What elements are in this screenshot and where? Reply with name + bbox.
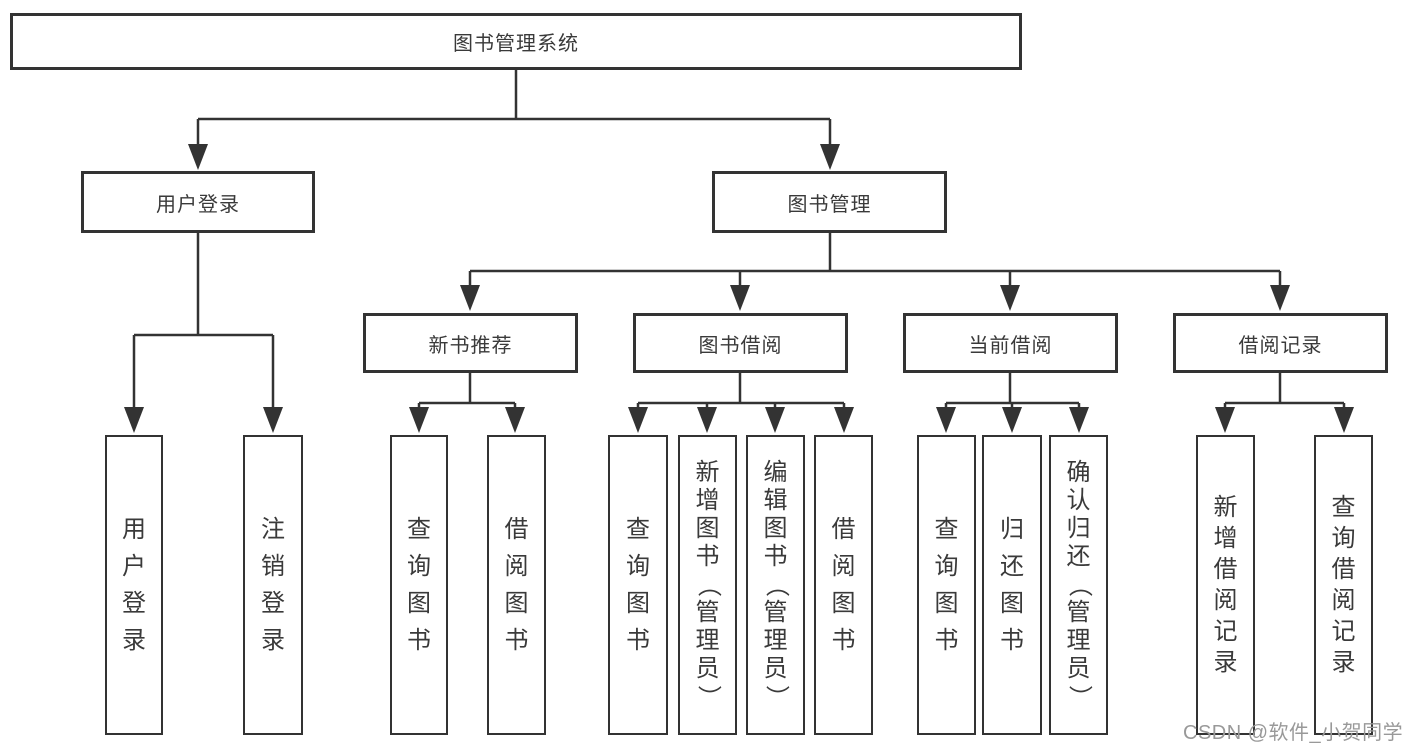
leaf-query-books-borrow: 查询图书 <box>608 435 668 735</box>
leaf-char: 图 <box>934 589 959 617</box>
leaf-char: 用 <box>122 515 146 543</box>
leaf-char: 借 <box>1213 555 1238 583</box>
leaf-char: 还 <box>1066 543 1091 570</box>
leaf-confirm-return-admin: 确认归还 （管理员 ） <box>1049 435 1108 735</box>
node-current-borrowing: 当前借阅 <box>903 313 1118 373</box>
leaf-add-borrow-record: 新增借阅记录 <box>1196 435 1255 735</box>
leaf-char: 编 <box>763 459 788 486</box>
leaf-char: 询 <box>934 552 959 580</box>
leaf-char: ） <box>1065 685 1093 709</box>
node-book-management: 图书管理 <box>712 171 947 233</box>
leaf-char: 查 <box>1331 493 1356 521</box>
leaf-edit-books-admin: 编辑图书 （管理员 ） <box>746 435 805 735</box>
leaf-char: 书 <box>407 626 431 654</box>
node-library-management-system: 图书管理系统 <box>10 13 1022 70</box>
leaf-char: 录 <box>122 626 146 654</box>
leaf-char: 图 <box>763 515 788 542</box>
leaf-logout: 注销登录 <box>243 435 303 735</box>
leaf-char: 员 <box>695 655 720 682</box>
leaf-borrow-books-borrow: 借阅图书 <box>814 435 873 735</box>
leaf-char: 归 <box>1066 515 1091 542</box>
leaf-char: ） <box>694 685 722 709</box>
leaf-char: 记 <box>1213 617 1238 645</box>
leaf-char: 录 <box>261 626 285 654</box>
leaf-char: 管 <box>763 599 788 626</box>
leaf-char: 新 <box>1213 493 1238 521</box>
leaf-char: 阅 <box>1213 586 1238 614</box>
leaf-char: 管 <box>1066 599 1091 626</box>
leaf-char: 登 <box>261 589 285 617</box>
leaf-char: （ <box>694 573 722 597</box>
leaf-char: 书 <box>626 626 650 654</box>
leaf-char: 归 <box>1000 515 1024 543</box>
leaf-char: 增 <box>695 487 720 514</box>
leaf-char: 还 <box>1000 552 1024 580</box>
leaf-char: 图 <box>695 515 720 542</box>
leaf-char: 查 <box>626 515 650 543</box>
leaf-char: 借 <box>1331 555 1356 583</box>
leaf-char: 确 <box>1066 459 1091 486</box>
leaf-char: 录 <box>1331 648 1356 676</box>
leaf-char: （ <box>1065 573 1093 597</box>
leaf-char: 询 <box>626 552 650 580</box>
leaf-char: 图 <box>626 589 650 617</box>
leaf-char: 登 <box>122 589 146 617</box>
leaf-char: 记 <box>1331 617 1356 645</box>
leaf-char: 阅 <box>1331 586 1356 614</box>
leaf-char: 增 <box>1213 524 1238 552</box>
leaf-query-borrow-record: 查询借阅记录 <box>1314 435 1373 735</box>
leaf-char: 图 <box>831 589 856 617</box>
leaf-char: 新 <box>695 459 720 486</box>
leaf-char: 书 <box>695 543 720 570</box>
leaf-char: 辑 <box>763 487 788 514</box>
leaf-char: 图 <box>504 589 529 617</box>
leaf-char: 查 <box>407 515 431 543</box>
leaf-char: 户 <box>122 552 146 580</box>
node-user-login: 用户登录 <box>81 171 315 233</box>
leaf-char: 注 <box>261 515 285 543</box>
leaf-char: 书 <box>504 626 529 654</box>
leaf-char: 借 <box>831 515 856 543</box>
leaf-char: ） <box>762 685 790 709</box>
leaf-borrow-books-recommend: 借阅图书 <box>487 435 546 735</box>
leaf-return-books: 归还图书 <box>982 435 1042 735</box>
leaf-char: 销 <box>261 552 285 580</box>
leaf-char: 借 <box>504 515 529 543</box>
node-borrowing-records: 借阅记录 <box>1173 313 1388 373</box>
node-new-book-recommendation: 新书推荐 <box>363 313 578 373</box>
leaf-char: 书 <box>831 626 856 654</box>
leaf-char: 书 <box>763 543 788 570</box>
leaf-char: 阅 <box>831 552 856 580</box>
node-book-borrowing: 图书借阅 <box>633 313 848 373</box>
leaf-char: 理 <box>763 627 788 654</box>
leaf-char: 员 <box>1066 655 1091 682</box>
leaf-char: 询 <box>1331 524 1356 552</box>
leaf-char: 理 <box>695 627 720 654</box>
csdn-watermark: CSDN @软件_小贺同学 <box>1183 722 1404 744</box>
leaf-char: （ <box>762 573 790 597</box>
leaf-add-books-admin: 新增图书 （管理员 ） <box>678 435 737 735</box>
leaf-char: 理 <box>1066 627 1091 654</box>
leaf-user-login: 用户登录 <box>105 435 163 735</box>
leaf-char: 认 <box>1066 487 1091 514</box>
leaf-char: 图 <box>407 589 431 617</box>
leaf-char: 阅 <box>504 552 529 580</box>
leaf-char: 书 <box>1000 626 1024 654</box>
leaf-char: 图 <box>1000 589 1024 617</box>
leaf-query-books-recommend: 查询图书 <box>390 435 448 735</box>
leaf-char: 管 <box>695 599 720 626</box>
leaf-char: 录 <box>1213 648 1238 676</box>
leaf-char: 询 <box>407 552 431 580</box>
leaf-char: 查 <box>934 515 959 543</box>
leaf-char: 书 <box>934 626 959 654</box>
leaf-query-books-current: 查询图书 <box>917 435 976 735</box>
leaf-char: 员 <box>763 655 788 682</box>
